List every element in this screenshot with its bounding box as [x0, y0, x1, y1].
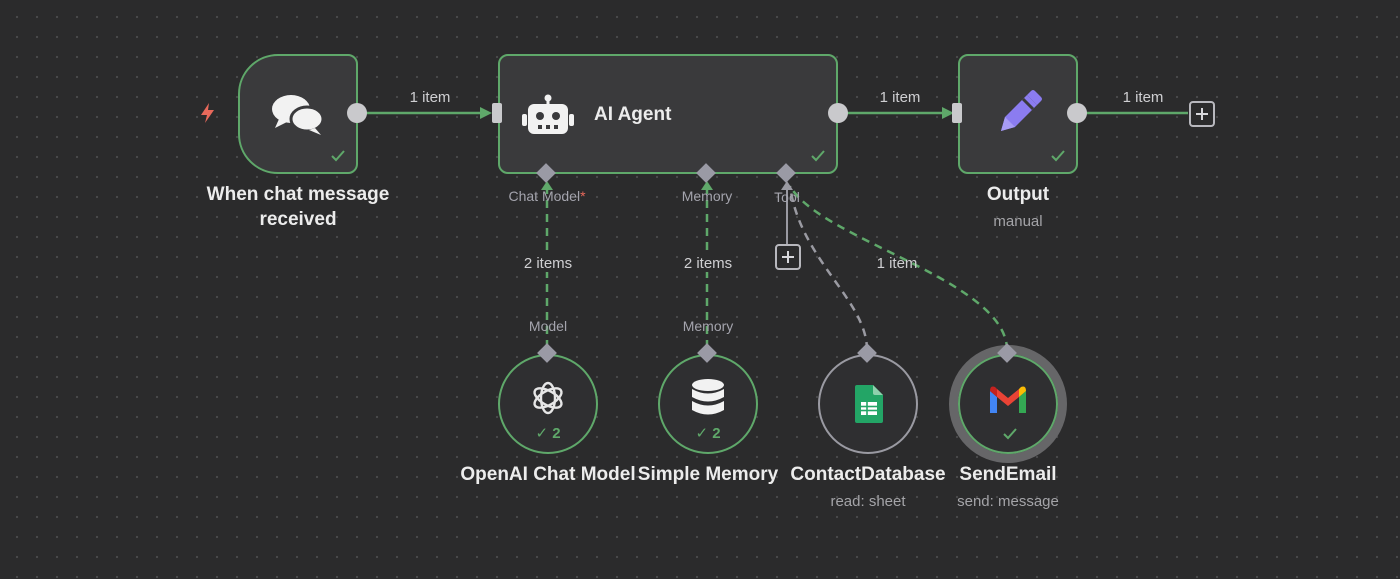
- node-chat-trigger[interactable]: [238, 54, 358, 174]
- node-send-email[interactable]: [958, 354, 1058, 454]
- success-check-icon: [811, 150, 825, 162]
- edge-label-trigger-to-agent: 1 item: [409, 89, 451, 106]
- openai-icon: [533, 381, 563, 415]
- run-count: 2: [712, 425, 721, 442]
- edge-label-memory-to-agent: 2 items: [681, 255, 735, 272]
- handle-label-tool: Tool: [774, 189, 800, 205]
- chat-bubbles-icon: [272, 95, 325, 135]
- node-output[interactable]: [958, 54, 1078, 174]
- edge-agent-to-output[interactable]: [838, 107, 954, 119]
- edge-contactdb-to-agent[interactable]: [788, 185, 869, 351]
- node-simple-memory-title: Simple Memory: [637, 464, 779, 485]
- google-sheets-icon: [855, 385, 883, 423]
- handle-label-chat-model: Chat Model*: [508, 188, 585, 204]
- node-contact-database-title: ContactDatabase: [790, 464, 946, 485]
- add-next-node-button[interactable]: [1189, 101, 1215, 127]
- node-chat-trigger-title: When chat message received: [178, 182, 418, 232]
- run-count-badge: ✓ 2: [535, 425, 561, 442]
- handle-output-input[interactable]: [952, 103, 962, 123]
- success-check-icon: [1003, 428, 1017, 440]
- run-count-badge: ✓ 2: [695, 425, 721, 442]
- title-line-1: When chat message: [206, 184, 390, 205]
- node-output-title: Output: [986, 184, 1050, 205]
- trigger-lightning-icon: [201, 103, 214, 123]
- database-icon: [692, 379, 724, 415]
- success-check-icon: [331, 150, 345, 162]
- handle-output-output[interactable]: [1067, 103, 1087, 123]
- edge-trigger-to-agent[interactable]: [358, 107, 492, 119]
- node-openai-chat-model[interactable]: ✓ 2: [498, 354, 598, 454]
- node-openai-handle-label: Model: [528, 318, 568, 334]
- handle-label-memory: Memory: [681, 188, 733, 204]
- edge-label-agent-to-output: 1 item: [879, 89, 921, 106]
- node-contact-database-subtitle: read: sheet: [830, 493, 906, 510]
- node-memory-handle-label: Memory: [682, 318, 734, 334]
- add-tool-button[interactable]: [775, 244, 801, 270]
- edge-label-sendemail-to-agent: 1 item: [876, 255, 918, 272]
- chat-model-label: Chat Model: [508, 188, 581, 204]
- node-output-subtitle: manual: [993, 213, 1043, 230]
- node-ai-agent-title: AI Agent: [594, 104, 672, 125]
- node-simple-memory[interactable]: ✓ 2: [658, 354, 758, 454]
- pencil-icon: [1001, 90, 1042, 131]
- edge-label-output-out: 1 item: [1122, 89, 1164, 106]
- run-count: 2: [552, 425, 561, 442]
- robot-icon: [522, 94, 574, 134]
- handle-ai-agent-input[interactable]: [492, 103, 502, 123]
- title-line-2: received: [259, 209, 337, 230]
- handle-trigger-output[interactable]: [347, 103, 367, 123]
- required-marker: *: [580, 188, 586, 204]
- node-ai-agent[interactable]: AI Agent: [498, 54, 838, 174]
- node-contact-database[interactable]: [818, 354, 918, 454]
- node-send-email-subtitle: send: message: [957, 493, 1059, 510]
- edge-label-model-to-agent: 2 items: [521, 255, 575, 272]
- handle-ai-agent-output[interactable]: [828, 103, 848, 123]
- node-openai-title: OpenAI Chat Model: [460, 464, 636, 485]
- node-send-email-title: SendEmail: [959, 464, 1057, 485]
- success-check-icon: [1051, 150, 1065, 162]
- gmail-icon: [990, 386, 1026, 413]
